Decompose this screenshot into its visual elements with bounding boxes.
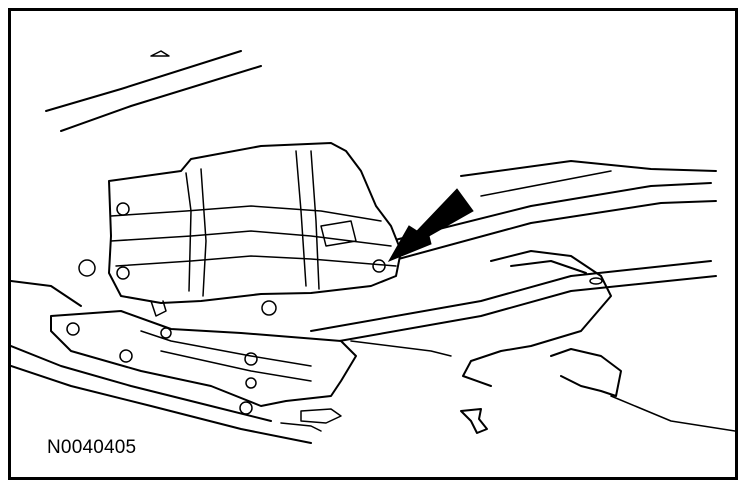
lower-mount bbox=[460, 250, 735, 434]
heat-shield bbox=[78, 142, 402, 317]
lower-frame-lines bbox=[11, 280, 452, 444]
skid-plate bbox=[50, 310, 357, 432]
figure-frame: N0040405 bbox=[8, 8, 738, 480]
arrow-indicator bbox=[387, 188, 474, 263]
technical-illustration bbox=[11, 50, 735, 444]
upper-frame-rail bbox=[45, 50, 262, 132]
figure-id-label: N0040405 bbox=[47, 437, 137, 458]
crossmember bbox=[310, 160, 717, 347]
